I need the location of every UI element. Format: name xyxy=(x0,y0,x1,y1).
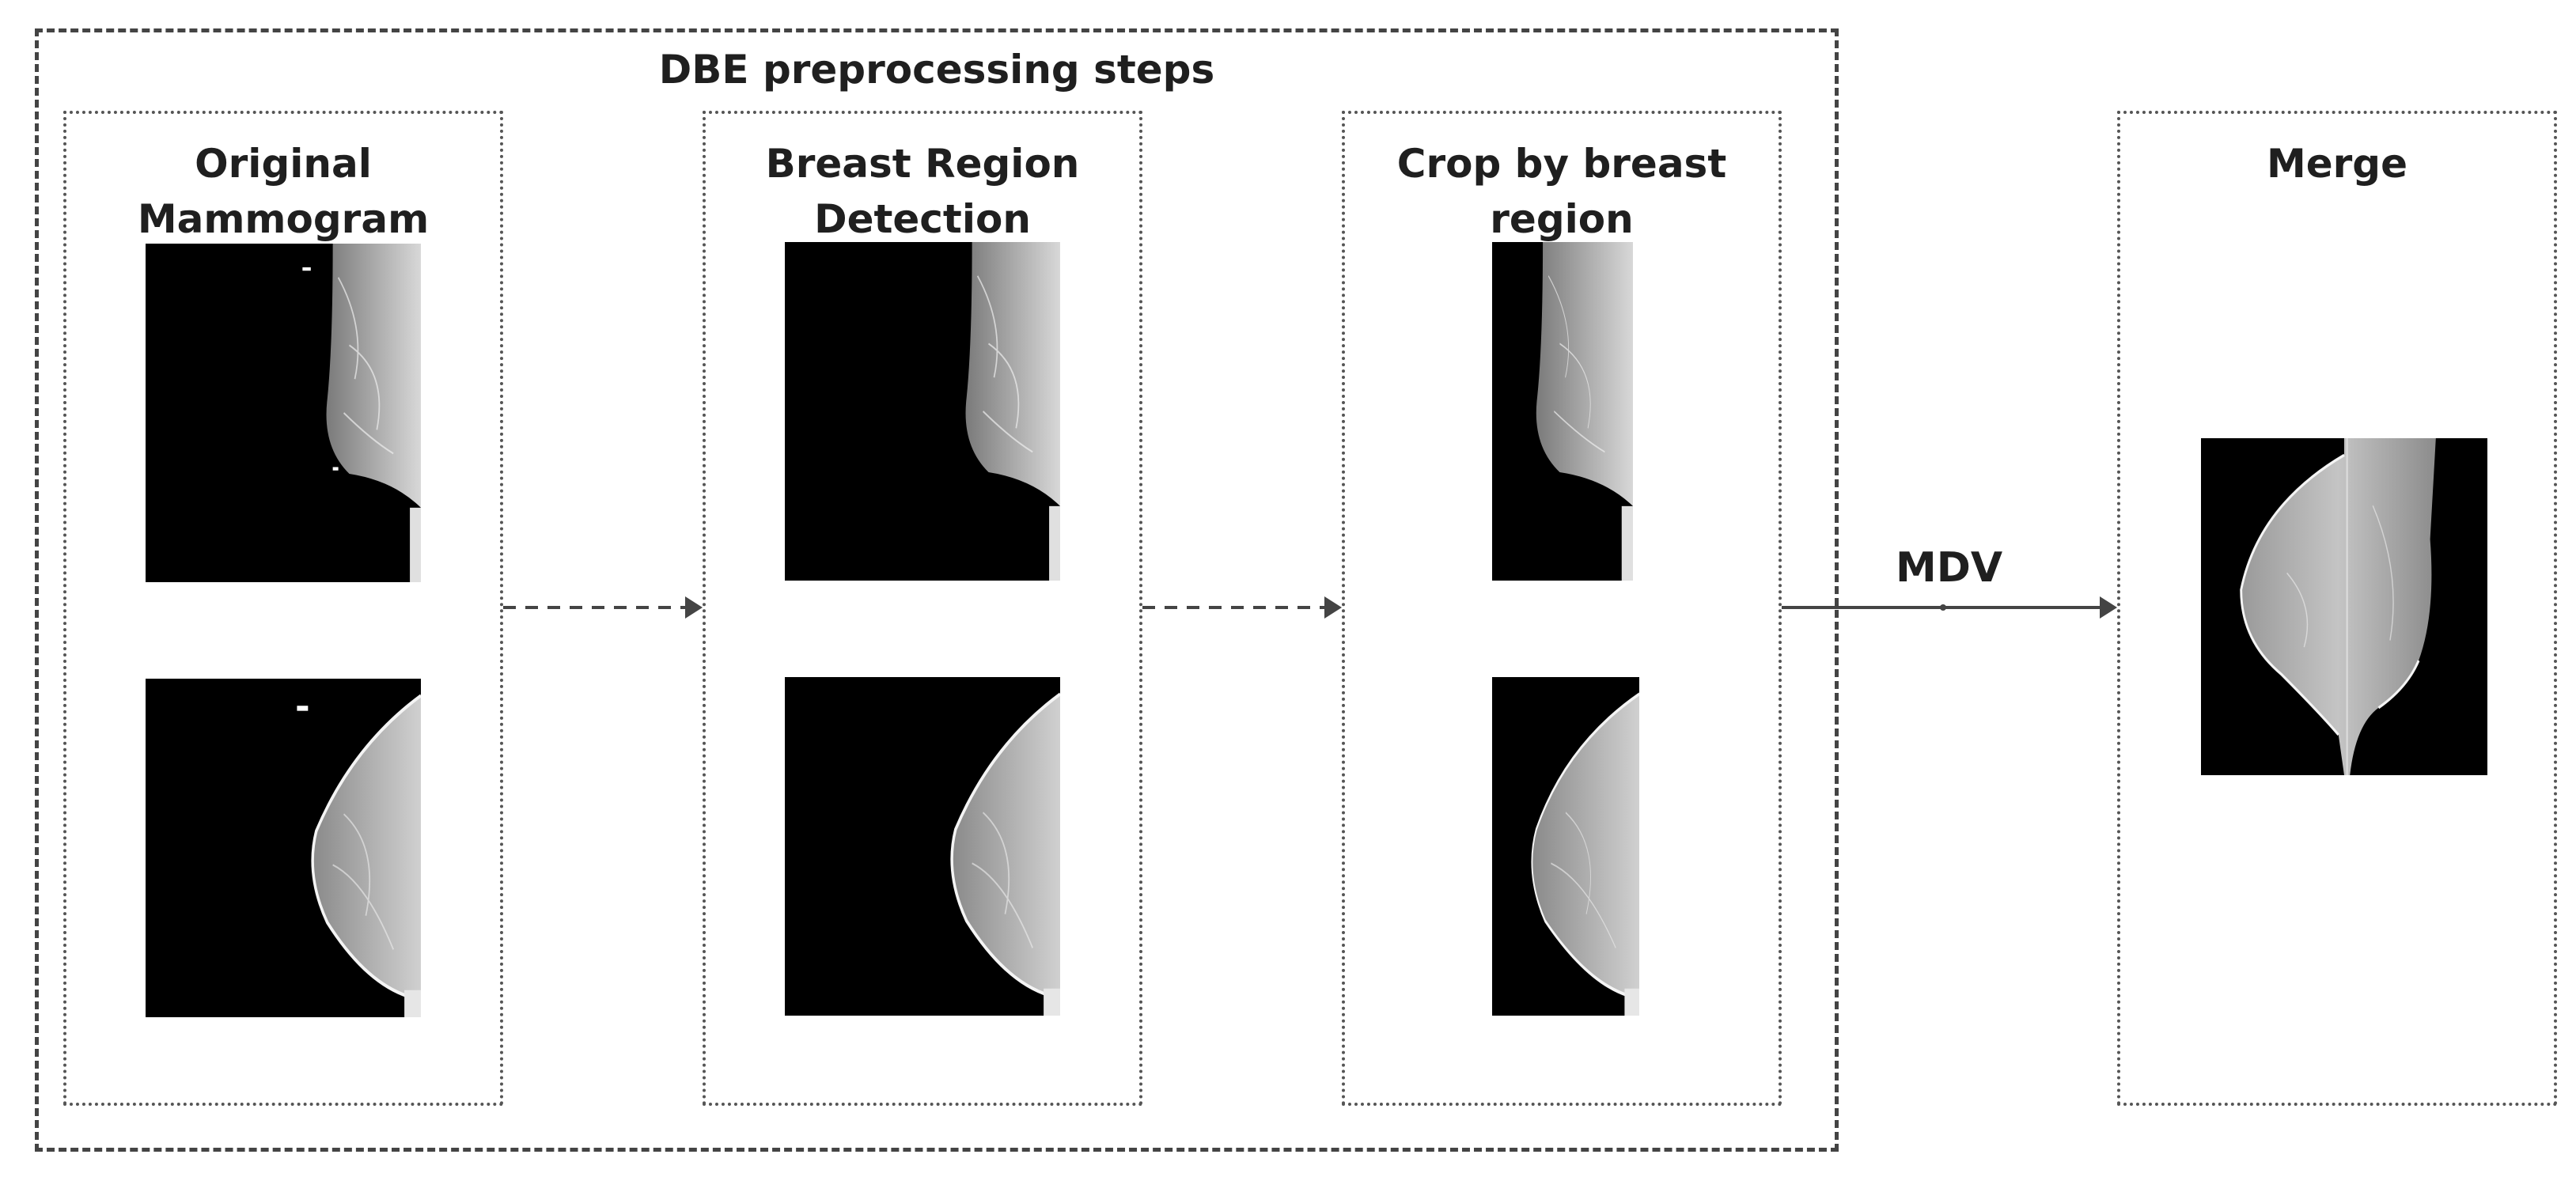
merged-image xyxy=(2201,438,2487,775)
arrow-head-2 xyxy=(1324,596,1342,619)
panel-breast-region-detection: Breast Region Detection xyxy=(703,111,1142,1106)
detection-mlo-image xyxy=(785,677,1060,1016)
panel-title-merge: Merge xyxy=(2266,141,2408,187)
crop-mlo-image xyxy=(1492,677,1639,1016)
edge-label-mdv: MDV xyxy=(1896,544,2003,592)
crop-cc-image xyxy=(1492,242,1633,581)
edge-detection-to-crop xyxy=(1142,596,1342,619)
panel-title-crop: Crop by breast region xyxy=(1396,141,1727,242)
panel-original-mammogram: Original Mammogram xyxy=(63,111,503,1106)
original-cc-image xyxy=(146,244,421,582)
arrow-head-3 xyxy=(2100,596,2117,619)
panel-title-detection: Breast Region Detection xyxy=(765,141,1080,242)
arrow-head-1 xyxy=(685,596,703,619)
panel-title-original: Original Mammogram xyxy=(137,141,430,242)
panel-merge: Merge xyxy=(2117,111,2557,1106)
edge-original-to-detection xyxy=(503,596,703,619)
edge-crop-to-merge xyxy=(1782,596,2117,619)
detection-cc-image xyxy=(785,242,1060,581)
preprocessing-group-box xyxy=(35,28,1839,1152)
original-mlo-image xyxy=(146,679,421,1017)
panel-crop-by-breast-region: Crop by breast region xyxy=(1342,111,1782,1106)
group-title: DBE preprocessing steps xyxy=(658,47,1215,93)
